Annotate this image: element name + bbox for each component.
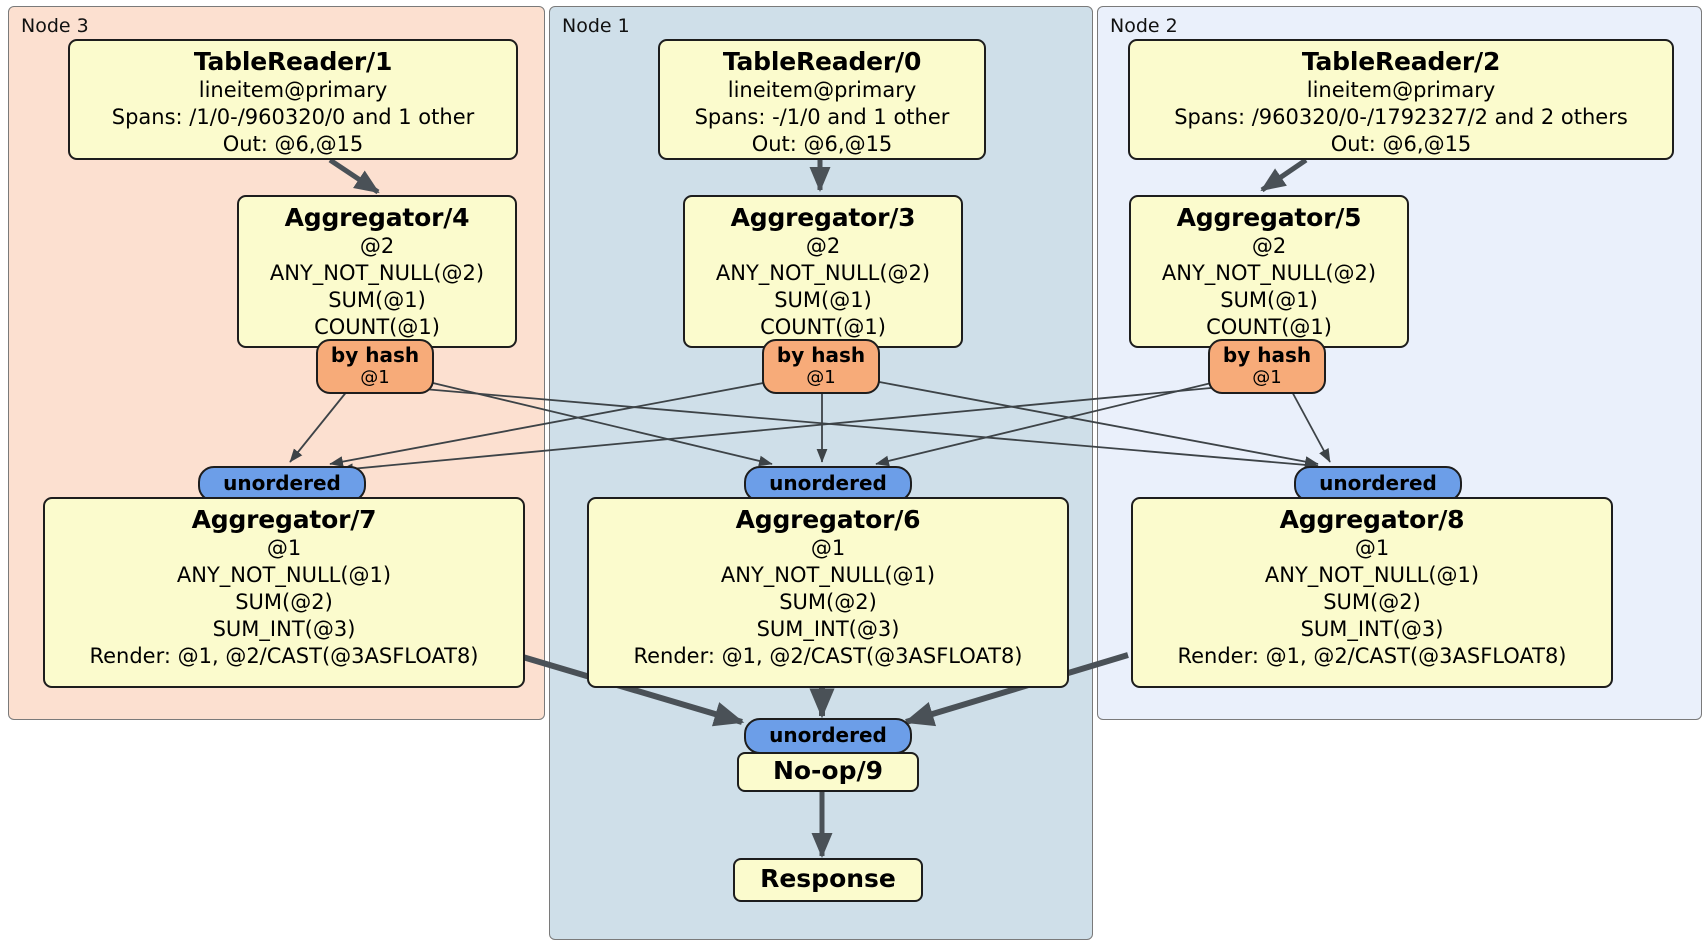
processor-detail-line: @2 [1251,234,1287,258]
processor-detail-line: Out: @6,@15 [751,132,893,156]
processor-detail-line: Render: @1, @2/CAST(@3ASFLOAT8) [1177,644,1567,668]
processor-detail-line: Render: @1, @2/CAST(@3ASFLOAT8) [89,644,479,668]
processor-detail-line: Spans: -/1/0 and 1 other [694,105,950,129]
processor-detail-line: SUM(@1) [328,288,426,312]
hash-router-label: by hash [1222,343,1312,367]
processor-aggregator-8[interactable]: Aggregator/8 @1 ANY_NOT_NULL(@1) SUM(@2)… [1131,497,1613,688]
processor-detail-line: COUNT(@1) [1206,315,1332,339]
processor-title: TableReader/2 [1301,47,1501,76]
synchronizer-unordered-right[interactable]: unordered [1294,466,1462,502]
processor-detail-line: Out: @6,@15 [222,132,364,156]
hash-router-column: @1 [360,367,390,388]
processor-tablereader-0[interactable]: TableReader/0 lineitem@primary Spans: -/… [658,39,986,160]
processor-detail-line: @2 [359,234,395,258]
hash-router-label: by hash [776,343,866,367]
hash-router-mid[interactable]: by hash @1 [762,339,880,394]
processor-detail-line: Spans: /960320/0-/1792327/2 and 2 others [1174,105,1628,129]
processor-aggregator-6[interactable]: Aggregator/6 @1 ANY_NOT_NULL(@1) SUM(@2)… [587,497,1069,688]
processor-detail-line: SUM_INT(@3) [1300,617,1444,641]
processor-title: Aggregator/4 [284,203,470,232]
processor-tablereader-2[interactable]: TableReader/2 lineitem@primary Spans: /9… [1128,39,1674,160]
processor-aggregator-7[interactable]: Aggregator/7 @1 ANY_NOT_NULL(@1) SUM(@2)… [43,497,525,688]
processor-title: Aggregator/5 [1176,203,1362,232]
processor-tablereader-1[interactable]: TableReader/1 lineitem@primary Spans: /1… [68,39,518,160]
processor-detail-line: SUM_INT(@3) [756,617,900,641]
processor-detail-line: @1 [266,536,302,560]
processor-detail-line: COUNT(@1) [760,315,886,339]
processor-detail-line: @1 [1354,536,1390,560]
processor-detail-line: lineitem@primary [727,78,917,102]
processor-detail-line: SUM(@1) [1220,288,1318,312]
processor-title: Aggregator/8 [1279,505,1465,534]
processor-detail-line: Spans: /1/0-/960320/0 and 1 other [111,105,475,129]
hash-router-right[interactable]: by hash @1 [1208,339,1326,394]
processor-detail-line: lineitem@primary [198,78,388,102]
processor-detail-line: Out: @6,@15 [1330,132,1472,156]
hash-router-column: @1 [1252,367,1282,388]
processor-title: Aggregator/6 [735,505,921,534]
node-panel-label-node-3: Node 3 [21,15,89,37]
processor-response[interactable]: Response [733,858,923,902]
processor-detail-line: lineitem@primary [1306,78,1496,102]
synchronizer-unordered-final[interactable]: unordered [744,718,912,754]
processor-title: TableReader/0 [722,47,922,76]
hash-router-label: by hash [330,343,420,367]
processor-detail-line: SUM(@1) [774,288,872,312]
processor-detail-line: SUM(@2) [1323,590,1421,614]
processor-detail-line: ANY_NOT_NULL(@1) [1264,563,1480,587]
processor-detail-line: @1 [810,536,846,560]
processor-detail-line: ANY_NOT_NULL(@2) [269,261,485,285]
processor-aggregator-4[interactable]: Aggregator/4 @2 ANY_NOT_NULL(@2) SUM(@1)… [237,195,517,348]
processor-detail-line: ANY_NOT_NULL(@2) [715,261,931,285]
processor-detail-line: SUM(@2) [779,590,877,614]
processor-detail-line: Render: @1, @2/CAST(@3ASFLOAT8) [633,644,1023,668]
processor-title: TableReader/1 [193,47,393,76]
processor-aggregator-3[interactable]: Aggregator/3 @2 ANY_NOT_NULL(@2) SUM(@1)… [683,195,963,348]
processor-detail-line: COUNT(@1) [314,315,440,339]
processor-title: Aggregator/7 [191,505,377,534]
hash-router-column: @1 [806,367,836,388]
node-panel-label-node-2: Node 2 [1110,15,1178,37]
processor-detail-line: ANY_NOT_NULL(@1) [720,563,936,587]
hash-router-left[interactable]: by hash @1 [316,339,434,394]
processor-detail-line: ANY_NOT_NULL(@1) [176,563,392,587]
node-panel-label-node-1: Node 1 [562,15,630,37]
processor-detail-line: SUM(@2) [235,590,333,614]
processor-aggregator-5[interactable]: Aggregator/5 @2 ANY_NOT_NULL(@2) SUM(@1)… [1129,195,1409,348]
processor-no-op-9[interactable]: No-op/9 [737,752,919,792]
processor-detail-line: ANY_NOT_NULL(@2) [1161,261,1377,285]
processor-title: Aggregator/3 [730,203,916,232]
processor-detail-line: @2 [805,234,841,258]
processor-detail-line: SUM_INT(@3) [212,617,356,641]
